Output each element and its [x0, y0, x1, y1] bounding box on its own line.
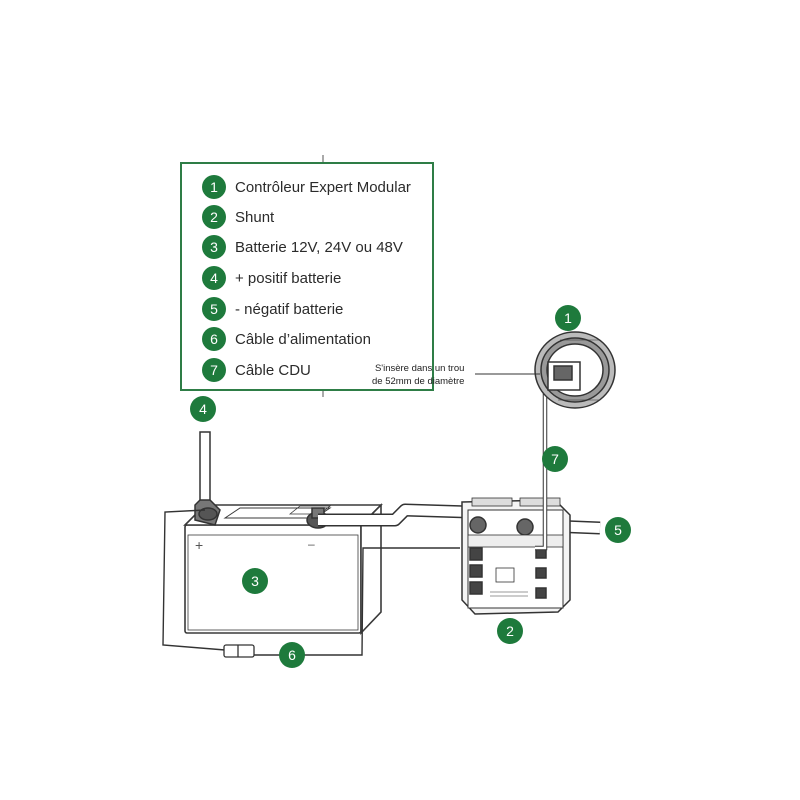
- legend-item: 4 + positif batterie: [202, 266, 341, 290]
- legend-item: 7 Câble CDU: [202, 358, 311, 382]
- legend-number: 6: [202, 327, 226, 351]
- legend-label: Câble d’alimentation: [235, 330, 371, 348]
- battery: [183, 503, 383, 635]
- callout-battery: 3: [242, 568, 268, 594]
- shunt: [461, 497, 571, 615]
- callout-positive: 4: [190, 396, 216, 422]
- legend-number: 7: [202, 358, 226, 382]
- legend-item: 1 Contrôleur Expert Modular: [202, 175, 411, 199]
- legend-item: 5 - négatif batterie: [202, 297, 343, 321]
- callout-negative: 5: [605, 517, 631, 543]
- positive-terminal: [194, 431, 221, 526]
- callout-controller: 1: [555, 305, 581, 331]
- legend-number: 1: [202, 175, 226, 199]
- legend-label: + positif batterie: [235, 269, 342, 287]
- callout-cdu-cable: 7: [542, 446, 568, 472]
- legend-number: 4: [202, 266, 226, 290]
- legend: 1 Contrôleur Expert Modular 2 Shunt 3 Ba…: [180, 162, 434, 391]
- legend-item: 6 Câble d’alimentation: [202, 327, 371, 351]
- legend-label: - négatif batterie: [235, 300, 344, 318]
- battery-minus-sign: –: [308, 537, 315, 551]
- mounting-note-line2: de 52mm de diamètre: [372, 376, 465, 387]
- mounting-note-line1: S'insère dans un trou: [374, 363, 465, 374]
- power-cable: [162, 509, 460, 656]
- legend-label: Câble CDU: [235, 361, 311, 379]
- legend-number: 5: [202, 297, 226, 321]
- legend-number: 2: [202, 205, 226, 229]
- callout-shunt: 2: [497, 618, 523, 644]
- legend-label: Contrôleur Expert Modular: [235, 178, 411, 196]
- legend-item: 2 Shunt: [202, 205, 274, 229]
- mounting-note: S'insère dans un trou de 52mm de diamètr…: [372, 362, 464, 388]
- legend-label: Batterie 12V, 24V ou 48V: [235, 238, 403, 256]
- legend-number: 3: [202, 235, 226, 259]
- inline-fuse: [223, 644, 255, 658]
- controller: [534, 331, 616, 409]
- battery-plus-sign: +: [195, 537, 203, 553]
- callout-power-cable: 6: [279, 642, 305, 668]
- legend-item: 3 Batterie 12V, 24V ou 48V: [202, 235, 403, 259]
- legend-label: Shunt: [235, 208, 275, 226]
